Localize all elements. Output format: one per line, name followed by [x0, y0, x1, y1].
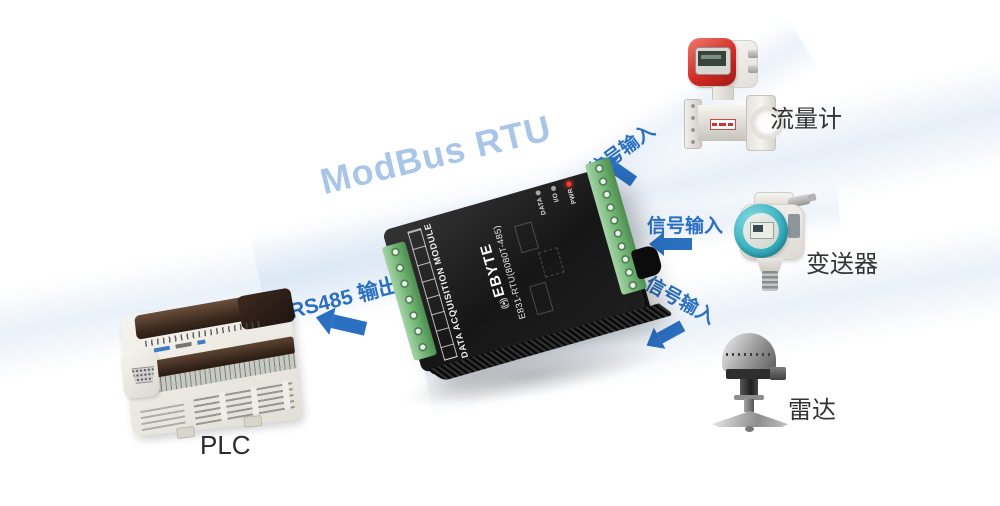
data-acquisition-module: DATA ACQUISITION MODULE ((•)) EBYTE E831… — [381, 157, 664, 391]
radar-horn-tip — [745, 426, 754, 432]
transmitter-device — [726, 192, 818, 294]
transmitter-lower-block — [756, 258, 784, 273]
radar-stem — [744, 399, 754, 412]
transmitter-label: 变送器 — [806, 251, 878, 278]
led-data-dot-icon — [535, 189, 542, 196]
transmitter-side-panel — [788, 214, 800, 238]
radar-neck — [740, 379, 758, 395]
transmitter-lcd-digits — [753, 225, 763, 232]
flow-meter-nameplate — [710, 119, 736, 130]
signal-input-arrow-icon-2 — [664, 238, 692, 250]
led-pwr: PWR — [565, 180, 579, 207]
module-led-indicators: DATA I/O PWR — [534, 180, 579, 216]
rs485-output-arrow-icon — [330, 314, 368, 336]
plc-unit — [119, 287, 302, 439]
led-pwr-dot-icon — [565, 180, 573, 188]
flow-meter-gland — [748, 65, 758, 73]
radar-horn-antenna — [712, 411, 788, 427]
module-body: DATA ACQUISITION MODULE ((•)) EBYTE E831… — [381, 157, 664, 374]
radar-dome-head — [722, 333, 776, 373]
radar-side-bracket — [770, 367, 786, 380]
transmitter-cable-gland-tip — [807, 193, 817, 202]
plc-mounting-foot — [176, 426, 196, 439]
led-data: DATA — [534, 189, 548, 216]
radar-flange — [734, 395, 764, 400]
led-io: I/O — [549, 185, 563, 211]
plc-mounting-foot — [243, 415, 263, 428]
flow-meter-label: 流量计 — [770, 106, 842, 133]
flow-meter-flange-left — [684, 99, 702, 149]
transmitter-process-connection — [762, 271, 778, 291]
signal-input-label-2: 信号输入 — [647, 216, 724, 237]
antenna-icon: ((•)) — [497, 297, 510, 311]
radar-collar — [726, 369, 772, 379]
plc-label: PLC — [200, 430, 251, 460]
radar-label: 雷达 — [788, 397, 836, 424]
led-io-dot-icon — [550, 185, 557, 192]
flow-meter-lcd-display — [698, 51, 726, 66]
radar-device — [710, 333, 792, 433]
flow-meter-neck — [712, 86, 734, 100]
flow-meter-device — [684, 38, 784, 151]
flow-meter-pipe-bore — [750, 106, 784, 140]
flow-meter-gland — [748, 50, 758, 58]
plc-device — [119, 287, 309, 448]
